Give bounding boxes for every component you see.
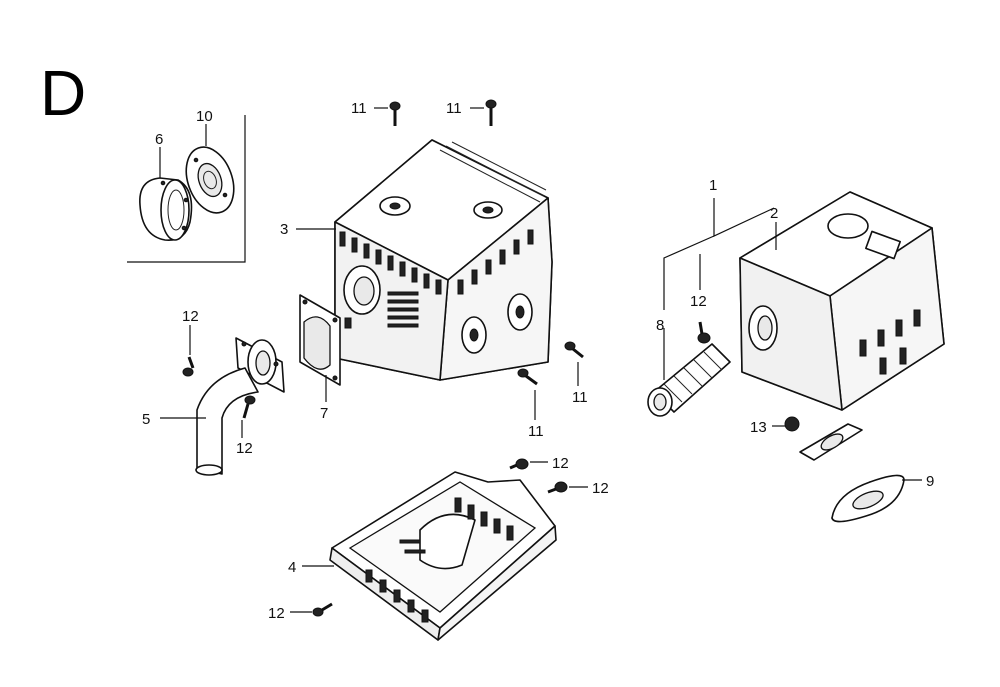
- screw-11-lower-center: [517, 368, 538, 420]
- callout-11-lower-center: 11: [528, 423, 544, 440]
- callout-9: 9: [926, 473, 934, 490]
- screw-11-lower-right: [564, 341, 584, 386]
- callout-12-pipe-upper: 12: [182, 308, 199, 325]
- callout-5: 5: [142, 411, 150, 428]
- screw-12-pipe-lower: [241, 395, 256, 438]
- screw-12-tray-middle: [547, 481, 588, 494]
- section-letter: D: [40, 57, 86, 129]
- part-9-gasket: [831, 474, 905, 523]
- callout-1: 1: [709, 177, 717, 194]
- part-6-cap: [139, 177, 193, 241]
- screw-12-tray-lower: [290, 602, 333, 617]
- callout-11-top-right: 11: [446, 100, 462, 117]
- callout-8: 8: [656, 317, 664, 334]
- callout-7: 7: [320, 405, 328, 422]
- part-7-gasket: [299, 294, 341, 386]
- part-13-nut: [772, 416, 800, 432]
- callout-12-tray-upper: 12: [552, 455, 569, 472]
- callout-2: 2: [770, 205, 778, 222]
- callout-12-tray-middle: 12: [592, 480, 609, 497]
- part-8-spark-arrester: [647, 343, 731, 417]
- part-2-muffler: [739, 191, 945, 461]
- callout-12-tray-lower: 12: [268, 605, 285, 622]
- callout-11-lower-right: 11: [572, 389, 588, 406]
- part-3-upper-shroud: [334, 139, 553, 381]
- screw-12-pipe-upper: [182, 325, 195, 377]
- callout-12-pipe-lower: 12: [236, 440, 253, 457]
- callout-13: 13: [750, 419, 767, 436]
- inset-bracket: [127, 115, 246, 263]
- part-4-lower-shroud: [329, 471, 557, 641]
- part-1-leader: [663, 198, 775, 310]
- part-10-flange: [185, 146, 235, 214]
- screw-11-top-left: [374, 101, 401, 126]
- screw-11-top-right: [470, 99, 497, 126]
- callout-12-arrester: 12: [690, 293, 707, 310]
- part-5-exhaust-pipe: [195, 337, 285, 476]
- callout-10: 10: [196, 108, 213, 125]
- screw-12-tray-upper: [509, 458, 548, 470]
- callout-6: 6: [155, 131, 163, 148]
- callout-4: 4: [288, 559, 296, 576]
- screw-12-arrester: [697, 321, 711, 344]
- callout-11-top-left: 11: [351, 100, 367, 117]
- callout-3: 3: [280, 221, 288, 238]
